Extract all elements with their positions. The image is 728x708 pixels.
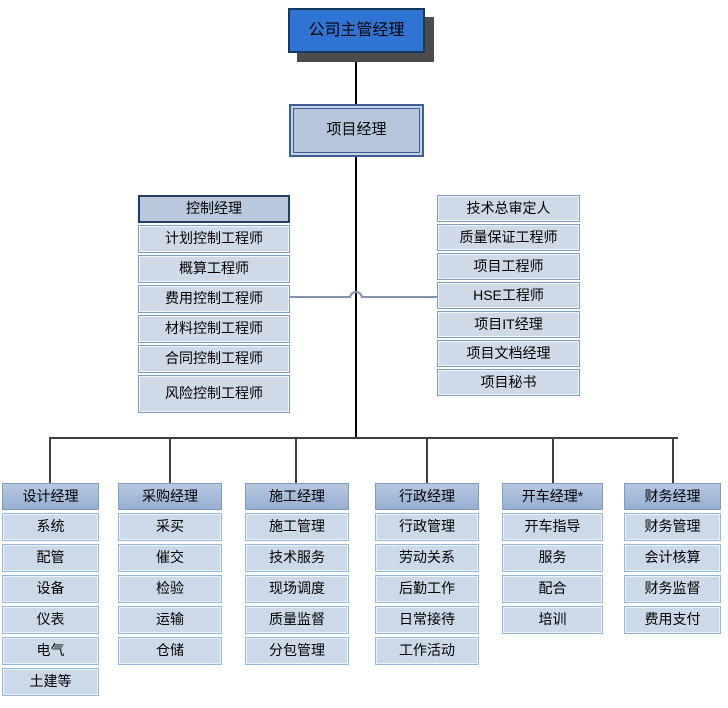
column-procurement: 采购经理 采买 催交 检验 运输 仓储 <box>118 483 222 665</box>
org-node: 施工管理 <box>245 513 349 541</box>
node-construction-manager: 施工经理 <box>245 483 349 510</box>
org-node: 材料控制工程师 <box>138 315 290 343</box>
org-node: 费用控制工程师 <box>138 285 290 313</box>
org-node: 现场调度 <box>245 575 349 603</box>
org-node: 项目文档经理 <box>437 340 580 367</box>
org-node: 劳动关系 <box>375 544 479 572</box>
node-project-manager: 项目经理 <box>289 104 424 157</box>
connector-line <box>355 53 357 105</box>
connector-line <box>169 437 171 483</box>
org-node: 项目秘书 <box>437 369 580 396</box>
connector-line <box>290 296 350 298</box>
org-node: 服务 <box>502 544 603 572</box>
connector-line <box>672 437 674 483</box>
connector-line <box>49 437 51 483</box>
column-design: 设计经理 系统 配管 设备 仪表 电气 土建等 <box>2 483 99 696</box>
org-node: 质量保证工程师 <box>437 224 580 251</box>
column-construction: 施工经理 施工管理 技术服务 现场调度 质量监督 分包管理 <box>245 483 349 665</box>
org-node: 催交 <box>118 544 222 572</box>
node-procurement-manager: 采购经理 <box>118 483 222 510</box>
org-node: 概算工程师 <box>138 255 290 283</box>
org-node: 技术服务 <box>245 544 349 572</box>
org-node: 运输 <box>118 606 222 634</box>
column-commissioning: 开车经理* 开车指导 服务 配合 培训 <box>502 483 603 634</box>
org-node: 土建等 <box>2 668 99 696</box>
connector-hop <box>349 291 363 298</box>
column-staff: 技术总审定人 质量保证工程师 项目工程师 HSE工程师 项目IT经理 项目文档经… <box>437 195 580 396</box>
org-node: 设备 <box>2 575 99 603</box>
column-finance: 财务经理 财务管理 会计核算 财务监督 费用支付 <box>624 483 721 634</box>
org-node: 技术总审定人 <box>437 195 580 222</box>
org-node: 采买 <box>118 513 222 541</box>
org-node: 电气 <box>2 637 99 665</box>
org-node: 项目工程师 <box>437 253 580 280</box>
org-node: 合同控制工程师 <box>138 345 290 373</box>
org-node: 项目IT经理 <box>437 311 580 338</box>
org-node: 会计核算 <box>624 544 721 572</box>
org-node: 计划控制工程师 <box>138 225 290 253</box>
node-control-manager: 控制经理 <box>138 195 290 223</box>
org-node: 培训 <box>502 606 603 634</box>
org-node: 日常接待 <box>375 606 479 634</box>
node-admin-manager: 行政经理 <box>375 483 479 510</box>
node-commissioning-manager: 开车经理* <box>502 483 603 510</box>
org-node: 费用支付 <box>624 606 721 634</box>
org-node: 财务监督 <box>624 575 721 603</box>
org-node: 系统 <box>2 513 99 541</box>
org-node: 配管 <box>2 544 99 572</box>
node-company-director: 公司主管经理 <box>288 8 425 53</box>
org-node: 工作活动 <box>375 637 479 665</box>
org-node: 风险控制工程师 <box>138 375 290 413</box>
org-node: 仪表 <box>2 606 99 634</box>
connector-line <box>552 437 554 483</box>
org-node: 仓储 <box>118 637 222 665</box>
org-node: 财务管理 <box>624 513 721 541</box>
org-node: 质量监督 <box>245 606 349 634</box>
org-node: 开车指导 <box>502 513 603 541</box>
org-node: HSE工程师 <box>437 282 580 309</box>
node-finance-manager: 财务经理 <box>624 483 721 510</box>
column-control: 控制经理 计划控制工程师 概算工程师 费用控制工程师 材料控制工程师 合同控制工… <box>138 195 290 413</box>
connector-line <box>49 437 678 439</box>
org-node: 分包管理 <box>245 637 349 665</box>
connector-line <box>295 437 297 483</box>
org-node: 检验 <box>118 575 222 603</box>
column-admin: 行政经理 行政管理 劳动关系 后勤工作 日常接待 工作活动 <box>375 483 479 665</box>
connector-line <box>426 437 428 483</box>
org-node: 配合 <box>502 575 603 603</box>
org-node: 后勤工作 <box>375 575 479 603</box>
org-node: 行政管理 <box>375 513 479 541</box>
connector-line <box>362 296 437 298</box>
node-design-manager: 设计经理 <box>2 483 99 510</box>
